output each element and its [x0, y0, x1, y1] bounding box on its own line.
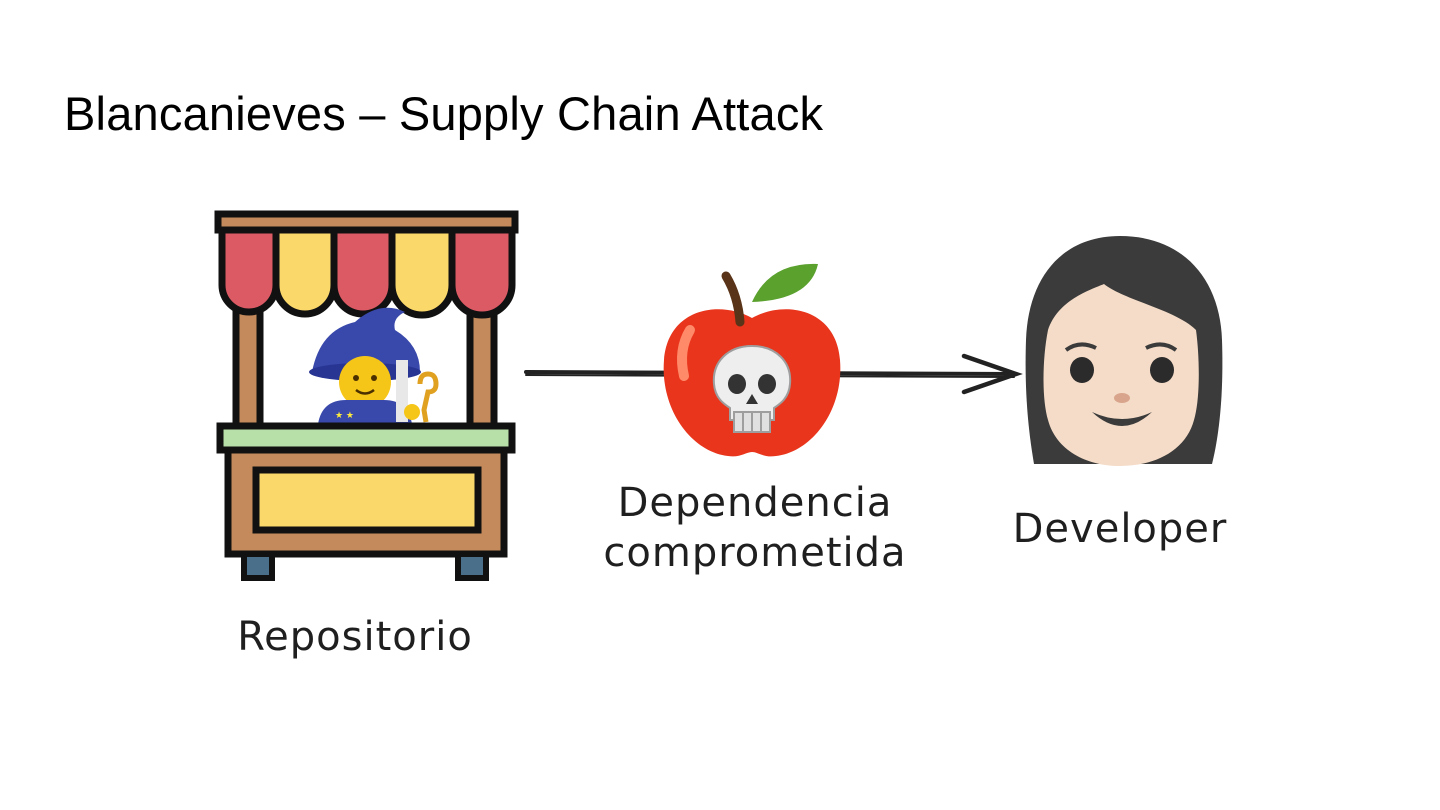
market-stall-with-witch-icon: ★ ★: [214, 210, 519, 581]
developer-label: Developer: [1012, 506, 1228, 552]
repository-label: Repositorio: [237, 614, 473, 660]
slide-title: Blancanieves – Supply Chain Attack: [64, 87, 824, 140]
woman-face-icon: [1025, 236, 1223, 466]
svg-text:★ ★: ★ ★: [335, 411, 354, 421]
poisoned-apple-skull-icon: [663, 263, 841, 457]
witch-icon: ★ ★: [309, 307, 439, 424]
dependency-label: Dependencia comprometida: [603, 480, 907, 576]
